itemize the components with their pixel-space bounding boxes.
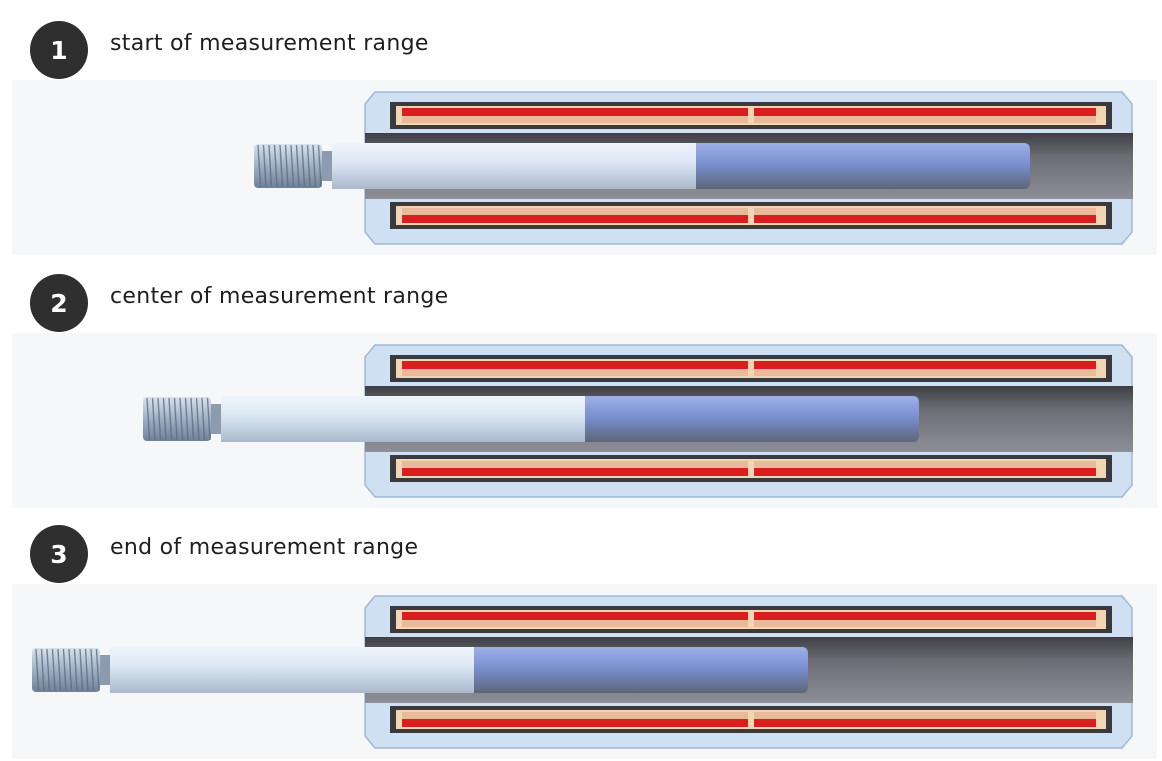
- thread-groove: [168, 397, 173, 441]
- thread-groove: [201, 397, 206, 441]
- coil-divider-top: [748, 359, 754, 378]
- magnetic-core: [474, 647, 808, 693]
- step-label: start of measurement range: [110, 31, 429, 56]
- thread-groove: [73, 648, 78, 692]
- plunger-neck: [211, 404, 221, 434]
- thread-groove: [57, 648, 62, 692]
- thread-groove: [62, 648, 67, 692]
- thread-groove: [317, 144, 322, 188]
- plunger-neck: [322, 151, 332, 181]
- thread-groove: [146, 397, 151, 441]
- thread-groove: [173, 397, 178, 441]
- step-label: center of measurement range: [110, 284, 449, 309]
- step-center: 2 center of measurement range: [0, 253, 1162, 508]
- coil-divider-bottom: [748, 459, 754, 478]
- step-label: end of measurement range: [110, 535, 419, 560]
- lvdt-sensor-cross-section: [254, 91, 1133, 245]
- thread-groove: [90, 648, 95, 692]
- thread-groove: [35, 648, 40, 692]
- plunger-rod: [221, 396, 585, 442]
- thread-groove: [151, 397, 156, 441]
- step-number-badge: 2: [30, 274, 88, 332]
- thread-groove: [306, 144, 311, 188]
- thread-groove: [273, 144, 278, 188]
- thread-groove: [190, 397, 195, 441]
- thread-groove: [206, 397, 211, 441]
- thread-groove: [268, 144, 273, 188]
- thread-groove: [279, 144, 284, 188]
- coil-divider-top: [748, 610, 754, 629]
- thread-groove: [40, 648, 45, 692]
- thread-groove: [95, 648, 100, 692]
- thread-groove: [162, 397, 167, 441]
- step-number-badge: 3: [30, 525, 88, 583]
- thread-groove: [262, 144, 267, 188]
- step-end: 3 end of measurement range: [0, 504, 1162, 759]
- plunger-rod: [332, 143, 696, 189]
- coil-divider-bottom: [748, 206, 754, 225]
- thread-groove: [195, 397, 200, 441]
- thread-groove: [284, 144, 289, 188]
- thread-groove: [257, 144, 262, 188]
- thread-groove: [184, 397, 189, 441]
- thread-groove: [301, 144, 306, 188]
- thread-groove: [84, 648, 89, 692]
- magnetic-core: [696, 143, 1030, 189]
- thread-groove: [79, 648, 84, 692]
- thread-groove: [68, 648, 73, 692]
- lvdt-sensor-cross-section: [143, 344, 1133, 498]
- coil-divider-bottom: [748, 710, 754, 729]
- plunger-rod: [110, 647, 474, 693]
- thread-groove: [295, 144, 300, 188]
- thread-groove: [312, 144, 317, 188]
- step-start: 1 start of measurement range: [0, 0, 1162, 255]
- plunger-neck: [100, 655, 110, 685]
- magnetic-core: [585, 396, 919, 442]
- thread-groove: [179, 397, 184, 441]
- coil-divider-top: [748, 106, 754, 125]
- thread-groove: [290, 144, 295, 188]
- thread-groove: [51, 648, 56, 692]
- thread-groove: [46, 648, 51, 692]
- lvdt-sensor-cross-section: [32, 595, 1133, 749]
- step-number-badge: 1: [30, 21, 88, 79]
- thread-groove: [157, 397, 162, 441]
